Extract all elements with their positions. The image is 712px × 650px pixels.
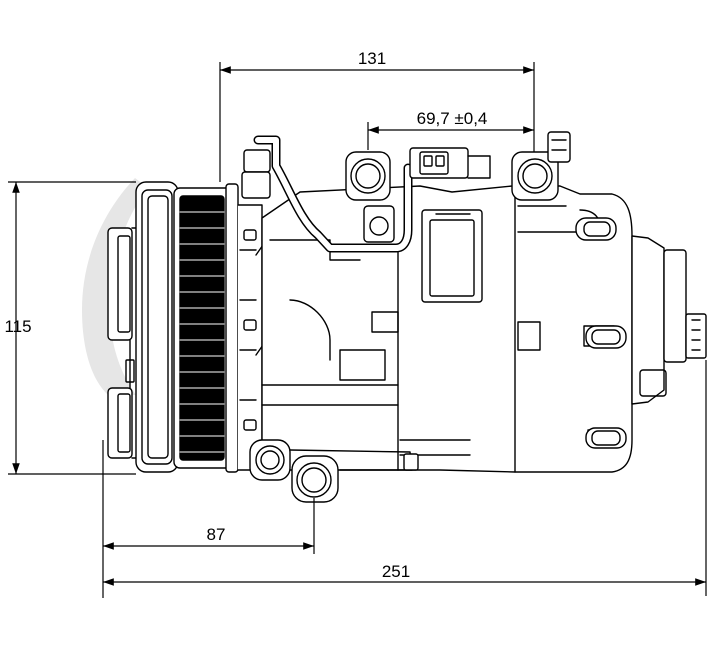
suction-port bbox=[345, 151, 395, 243]
electrical-connector bbox=[409, 147, 491, 179]
dimension-115 bbox=[8, 181, 136, 475]
refrigerant-pipe bbox=[241, 135, 413, 253]
dimension-port-distance bbox=[367, 122, 534, 150]
dimension-131 bbox=[219, 62, 535, 182]
dimension-label-131: 131 bbox=[358, 49, 386, 68]
label-plate bbox=[421, 209, 483, 303]
rear-head bbox=[631, 235, 707, 405]
dimension-label-251: 251 bbox=[382, 562, 410, 581]
bottom-mount-left bbox=[249, 439, 291, 481]
dimension-251 bbox=[103, 360, 707, 596]
discharge-port bbox=[511, 131, 571, 201]
mounting-lug-middle bbox=[585, 325, 627, 349]
mounting-lug-top bbox=[575, 217, 617, 241]
dimension-87 bbox=[102, 440, 315, 598]
pulley bbox=[135, 181, 239, 473]
dimension-label-115: 115 bbox=[4, 317, 31, 336]
dimension-label-87: 87 bbox=[207, 525, 226, 544]
mounting-lug-bottom bbox=[585, 427, 627, 449]
dimension-label-port-distance: 69,7 ±0,4 bbox=[417, 109, 488, 128]
bottom-mount-right bbox=[289, 449, 419, 503]
clutch-front-plate bbox=[107, 227, 137, 459]
